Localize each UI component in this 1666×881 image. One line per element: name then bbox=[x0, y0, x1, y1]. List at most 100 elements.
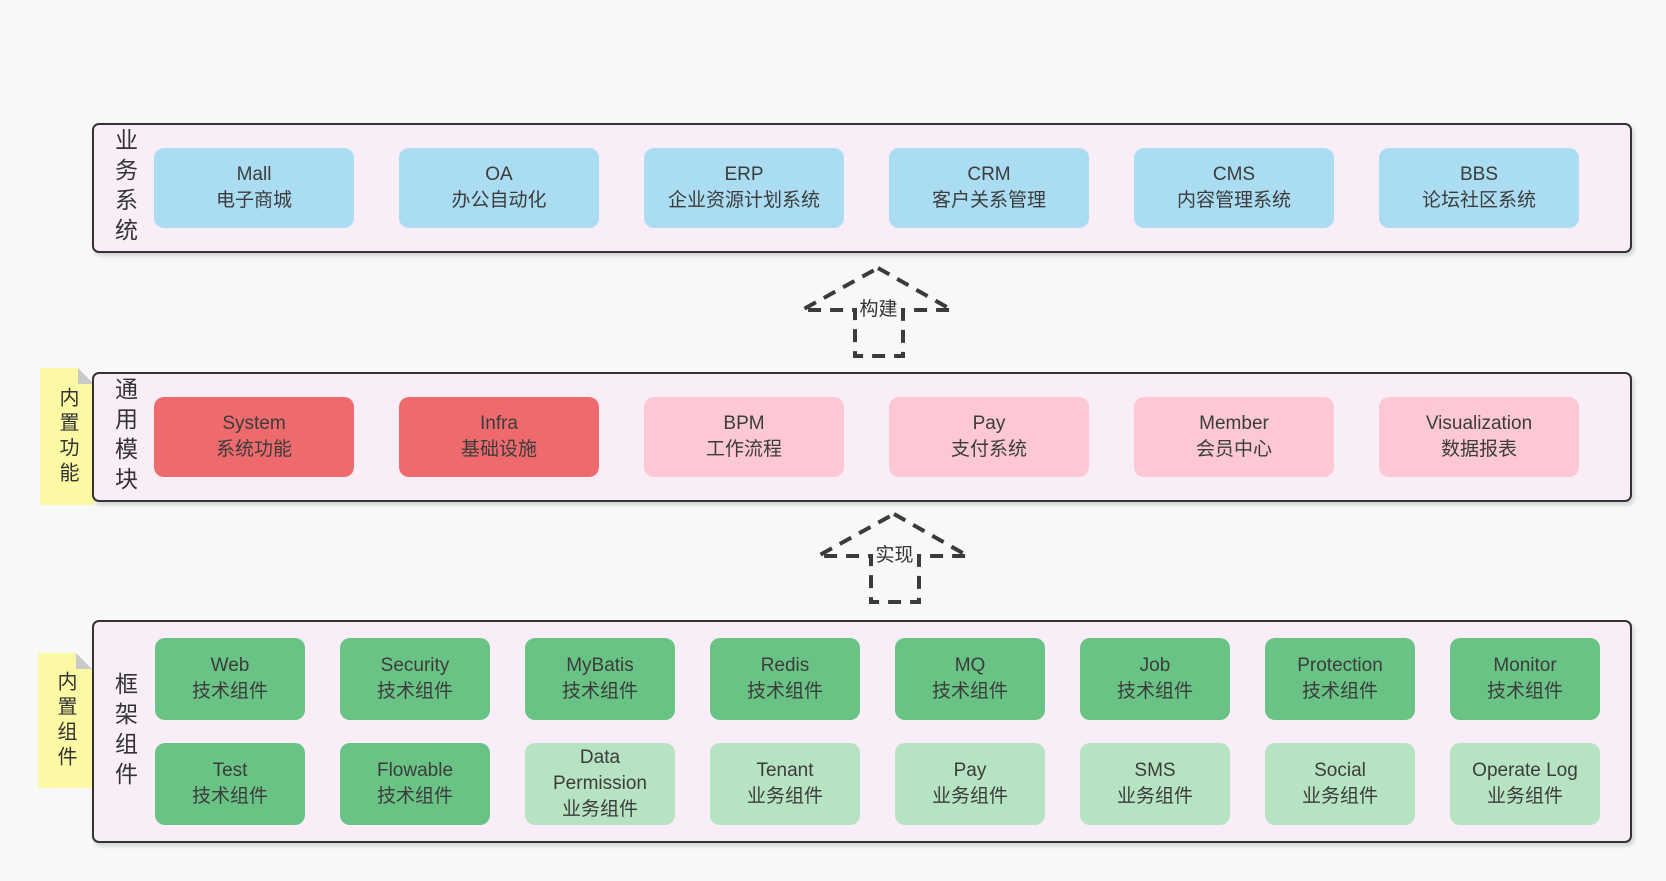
build-arrow-label: 构建 bbox=[856, 294, 901, 321]
box-desc: 系统功能 bbox=[215, 439, 292, 460]
box-desc: 内容管理系统 bbox=[1176, 190, 1291, 211]
box-desc: 数据报表 bbox=[1440, 439, 1517, 460]
box-name: CRM bbox=[967, 164, 1011, 185]
box-desc: 客户关系管理 bbox=[931, 190, 1046, 211]
box-desc: 技术组件 bbox=[376, 681, 453, 702]
box-name: Test bbox=[212, 760, 248, 781]
box-name: Visualization bbox=[1425, 413, 1533, 434]
section-title: 通用模块 bbox=[111, 377, 138, 497]
box-desc: 技术组件 bbox=[746, 681, 823, 702]
box-job: Job 技术组件 bbox=[1080, 638, 1230, 720]
box-desc: 会员中心 bbox=[1195, 439, 1272, 460]
box-visualization: Visualization 数据报表 bbox=[1379, 397, 1579, 477]
box-name: MQ bbox=[954, 655, 986, 676]
box-desc: 技术组件 bbox=[1486, 681, 1563, 702]
box-name: Protection bbox=[1297, 655, 1383, 676]
box-erp: ERP 企业资源计划系统 bbox=[644, 148, 844, 228]
box-pay: Pay 支付系统 bbox=[889, 397, 1089, 477]
box-data-permission: Data Permission 业务组件 bbox=[525, 743, 675, 825]
box-mybatis: MyBatis 技术组件 bbox=[525, 638, 675, 720]
box-name: ERP bbox=[724, 164, 764, 185]
box-name: BBS bbox=[1459, 164, 1499, 185]
box-tenant: Tenant 业务组件 bbox=[710, 743, 860, 825]
box-protection: Protection 技术组件 bbox=[1265, 638, 1415, 720]
box-name: Security bbox=[380, 655, 450, 676]
box-name: Pay bbox=[953, 760, 987, 781]
box-desc: 工作流程 bbox=[705, 439, 782, 460]
box-desc: 业务组件 bbox=[1486, 786, 1563, 807]
box-name: Flowable bbox=[376, 760, 454, 781]
box-desc: 办公自动化 bbox=[451, 190, 547, 211]
section-title: 业务系统 bbox=[111, 128, 138, 248]
box-name: Social bbox=[1314, 760, 1366, 781]
box-desc: 电子商城 bbox=[215, 190, 292, 211]
box-desc: 基础设施 bbox=[460, 439, 537, 460]
section-framework-components: 框架组件 Web 技术组件 Security 技术组件 MyBatis 技术组件 Redis… bbox=[92, 620, 1632, 843]
box-desc: 技术组件 bbox=[1116, 681, 1193, 702]
section-label-strip: 框架组件 bbox=[94, 622, 154, 841]
box-desc: 支付系统 bbox=[950, 439, 1027, 460]
box-desc: 技术组件 bbox=[1301, 681, 1378, 702]
box-name: Web bbox=[210, 655, 250, 676]
builtin-features-note-label: 内置功能 bbox=[56, 386, 78, 487]
box-name: SMS bbox=[1134, 760, 1176, 781]
box-name: Job bbox=[1139, 655, 1171, 676]
up-arrow-icon bbox=[817, 512, 973, 604]
box-name: Operate Log bbox=[1472, 760, 1578, 781]
builtin-features-note: 内置功能 bbox=[40, 368, 94, 505]
section-title: 框架组件 bbox=[111, 671, 138, 792]
build-arrow: 构建 bbox=[800, 266, 957, 358]
box-name: MyBatis bbox=[566, 655, 634, 676]
box-oa: OA 办公自动化 bbox=[399, 148, 599, 228]
box-member: Member 会员中心 bbox=[1134, 397, 1334, 477]
box-name: OA bbox=[485, 164, 513, 185]
section-label-strip: 业务系统 bbox=[94, 125, 154, 251]
box-desc: 技术组件 bbox=[191, 786, 268, 807]
box-web: Web 技术组件 bbox=[155, 638, 305, 720]
box-bpm: BPM 工作流程 bbox=[644, 397, 844, 477]
box-name: Monitor bbox=[1493, 655, 1557, 676]
box-name: Pay bbox=[972, 413, 1006, 434]
box-desc: 技术组件 bbox=[561, 681, 638, 702]
box-name: Redis bbox=[760, 655, 810, 676]
box-crm: CRM 客户关系管理 bbox=[889, 148, 1089, 228]
box-desc: 业务组件 bbox=[746, 786, 823, 807]
box-name: BPM bbox=[723, 413, 765, 434]
up-arrow-icon bbox=[801, 266, 957, 358]
box-flowable: Flowable 技术组件 bbox=[340, 743, 490, 825]
section-label-strip: 通用模块 bbox=[94, 374, 154, 500]
box-name: CMS bbox=[1212, 164, 1256, 185]
implement-arrow-label: 实现 bbox=[872, 540, 917, 567]
implement-arrow: 实现 bbox=[816, 512, 973, 604]
box-name: Member bbox=[1199, 413, 1269, 434]
box-name: Infra bbox=[479, 413, 519, 434]
box-name: Tenant bbox=[756, 760, 814, 781]
box-test: Test 技术组件 bbox=[155, 743, 305, 825]
box-desc: 技术组件 bbox=[191, 681, 268, 702]
box-security: Security 技术组件 bbox=[340, 638, 490, 720]
box-desc: 技术组件 bbox=[376, 786, 453, 807]
box-pay: Pay 业务组件 bbox=[895, 743, 1045, 825]
box-infra: Infra 基础设施 bbox=[399, 397, 599, 477]
box-monitor: Monitor 技术组件 bbox=[1450, 638, 1600, 720]
box-desc: 论坛社区系统 bbox=[1421, 190, 1536, 211]
box-name: Data Permission bbox=[553, 747, 647, 794]
box-desc: 业务组件 bbox=[931, 786, 1008, 807]
box-desc: 企业资源计划系统 bbox=[667, 190, 820, 211]
box-desc: 业务组件 bbox=[561, 799, 638, 820]
box-bbs: BBS 论坛社区系统 bbox=[1379, 148, 1579, 228]
box-cms: CMS 内容管理系统 bbox=[1134, 148, 1334, 228]
